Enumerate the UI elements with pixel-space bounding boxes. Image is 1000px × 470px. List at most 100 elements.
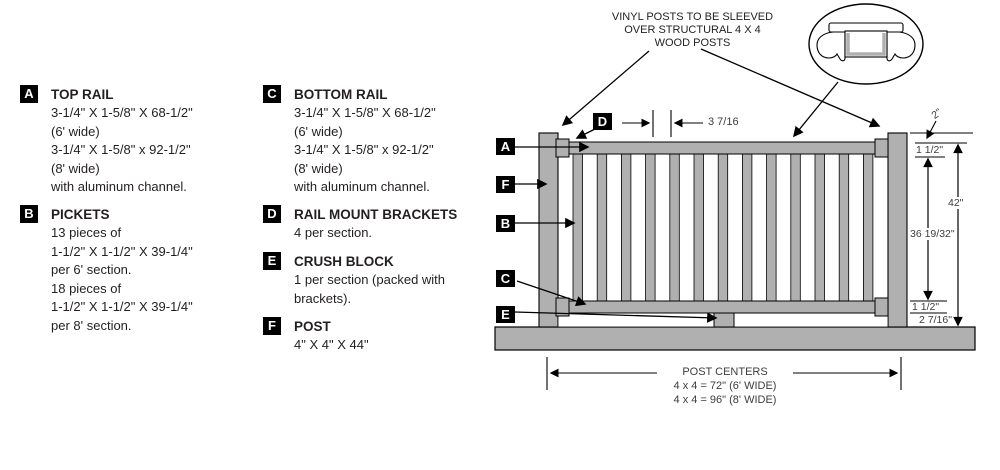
part-line: 18 pieces of <box>51 280 122 296</box>
part-item-rail-mount-brackets: D RAIL MOUNT BRACKETS 4 per section. <box>263 205 457 243</box>
part-line: with aluminum channel. <box>294 179 430 194</box>
part-line: brackets). <box>294 290 352 306</box>
part-badge-a: A <box>20 85 38 103</box>
rail-cross-section-detail <box>808 3 924 85</box>
picket <box>814 153 825 303</box>
part-line: per 8' section. <box>51 317 132 333</box>
part-line: 3-1/4" X 1-5/8" X 68-1/2" <box>294 105 436 120</box>
part-line: 1 per section (packed with <box>294 272 446 287</box>
dim-overall-height: 42" <box>946 197 966 209</box>
picket <box>669 153 680 303</box>
part-description: 4" X 4" X 44" <box>294 336 369 355</box>
diagram-callout-d: D <box>593 113 612 130</box>
detail-to-rail-arrow <box>793 81 839 138</box>
diagram-callout-c: C <box>496 270 515 287</box>
part-line: with aluminum channel. <box>51 179 187 194</box>
callout-c-arrow <box>516 280 587 307</box>
picket <box>596 153 608 303</box>
picket <box>790 153 801 303</box>
picket <box>742 153 753 303</box>
picket <box>693 153 704 303</box>
post-centers-label: POST CENTERS <box>682 366 768 378</box>
part-line: 4 per section. <box>294 225 373 240</box>
part-line: 3-1/4" X 1-5/8" x 92-1/2" <box>294 142 434 157</box>
part-item-post: F POST 4" X 4" X 44" <box>263 317 369 355</box>
sleeve-note-line: VINYL POSTS TO BE SLEEVED <box>611 11 774 23</box>
part-badge-f: F <box>263 317 281 335</box>
part-item-crush-block: E CRUSH BLOCK 1 per section (packed with… <box>263 252 445 308</box>
post-centers-dimension <box>546 357 902 390</box>
dim-picket-length: 36 19/32" <box>908 228 957 240</box>
part-line: 3-1/4" X 1-5/8" X 68-1/2" <box>51 105 193 120</box>
part-line: (8' wide) <box>51 160 100 176</box>
right-post <box>887 132 908 328</box>
part-line: (6' wide) <box>51 123 100 139</box>
dim-picket-gap: 3 7/16 <box>708 116 739 128</box>
part-badge-e: E <box>263 252 281 270</box>
picket <box>621 153 632 303</box>
ground <box>494 326 976 351</box>
dim-top-rail-height: 1 1/2" <box>916 144 944 156</box>
sleeve-note: VINYL POSTS TO BE SLEEVED OVER STRUCTURA… <box>595 11 790 50</box>
diagram-callout-b: B <box>496 215 515 232</box>
sleeve-note-line: OVER STRUCTURAL 4 X 4 <box>624 24 761 36</box>
part-title: PICKETS <box>51 207 110 222</box>
picket <box>863 153 874 303</box>
part-line: 3-1/4" X 1-5/8" x 92-1/2" <box>51 142 191 157</box>
profile-right-lobe <box>886 31 916 62</box>
part-description: 13 pieces of 1-1/2" X 1-1/2" X 39-1/4" p… <box>51 224 193 335</box>
part-badge-d: D <box>263 205 281 223</box>
rail-mount-brackets <box>555 138 889 317</box>
part-description: 3-1/4" X 1-5/8" X 68-1/2" (6' wide) 3-1/… <box>294 104 436 197</box>
bracket <box>555 297 570 317</box>
picket <box>645 153 656 303</box>
leader-arrows <box>514 48 881 323</box>
part-title: CRUSH BLOCK <box>294 254 394 269</box>
part-line: (8' wide) <box>294 160 343 176</box>
part-item-bottom-rail: C BOTTOM RAIL 3-1/4" X 1-5/8" X 68-1/2" … <box>263 85 436 197</box>
post-top-leader <box>926 120 937 140</box>
part-description: 1 per section (packed with brackets). <box>294 271 445 308</box>
diagram-callout-e: E <box>496 306 515 323</box>
part-title: POST <box>294 319 331 334</box>
bracket <box>874 297 889 317</box>
part-line: 1-1/2" X 1-1/2" X 39-1/4" <box>51 243 193 259</box>
part-badge-c: C <box>263 85 281 103</box>
picket <box>838 153 850 303</box>
part-badge-b: B <box>20 205 38 223</box>
picket-gap-dimension <box>622 110 703 137</box>
part-title: TOP RAIL <box>51 87 114 102</box>
part-line: (6' wide) <box>294 123 343 139</box>
post-centers-6ft: 4 x 4 = 72" (6' WIDE) <box>673 380 777 392</box>
part-title: RAIL MOUNT BRACKETS <box>294 207 458 222</box>
note-to-right-post-arrow <box>700 48 881 128</box>
picket <box>766 153 777 303</box>
aluminum-channel <box>846 33 886 56</box>
callout-e-arrow <box>514 311 718 323</box>
part-title: BOTTOM RAIL <box>294 87 388 102</box>
part-line: per 6' section. <box>51 262 132 277</box>
pickets <box>572 153 874 303</box>
crush-block <box>713 312 735 328</box>
diagram-callout-a: A <box>496 138 515 155</box>
bottom-rail <box>557 300 889 314</box>
bracket <box>874 138 889 158</box>
part-description: 3-1/4" X 1-5/8" X 68-1/2" (6' wide) 3-1/… <box>51 104 193 197</box>
dim-bottom-gap: 2 7/16" <box>919 314 952 326</box>
part-item-pickets: B PICKETS 13 pieces of 1-1/2" X 1-1/2" X… <box>20 205 193 335</box>
note-to-left-post-arrow <box>561 50 650 127</box>
profile-left-lobe <box>816 31 846 62</box>
part-line: 4" X 4" X 44" <box>294 337 369 352</box>
part-description: 4 per section. <box>294 224 457 243</box>
diagram-callout-f: F <box>496 176 515 193</box>
part-line: 13 pieces of <box>51 225 122 240</box>
bracket <box>555 138 570 158</box>
part-line: 1-1/2" X 1-1/2" X 39-1/4" <box>51 299 193 314</box>
left-post <box>538 132 559 328</box>
top-rail <box>557 141 889 155</box>
dim-bottom-rail-height: 1 1/2" <box>912 301 940 313</box>
post-centers-8ft: 4 x 4 = 96" (8' WIDE) <box>673 394 777 406</box>
picket <box>572 153 583 303</box>
